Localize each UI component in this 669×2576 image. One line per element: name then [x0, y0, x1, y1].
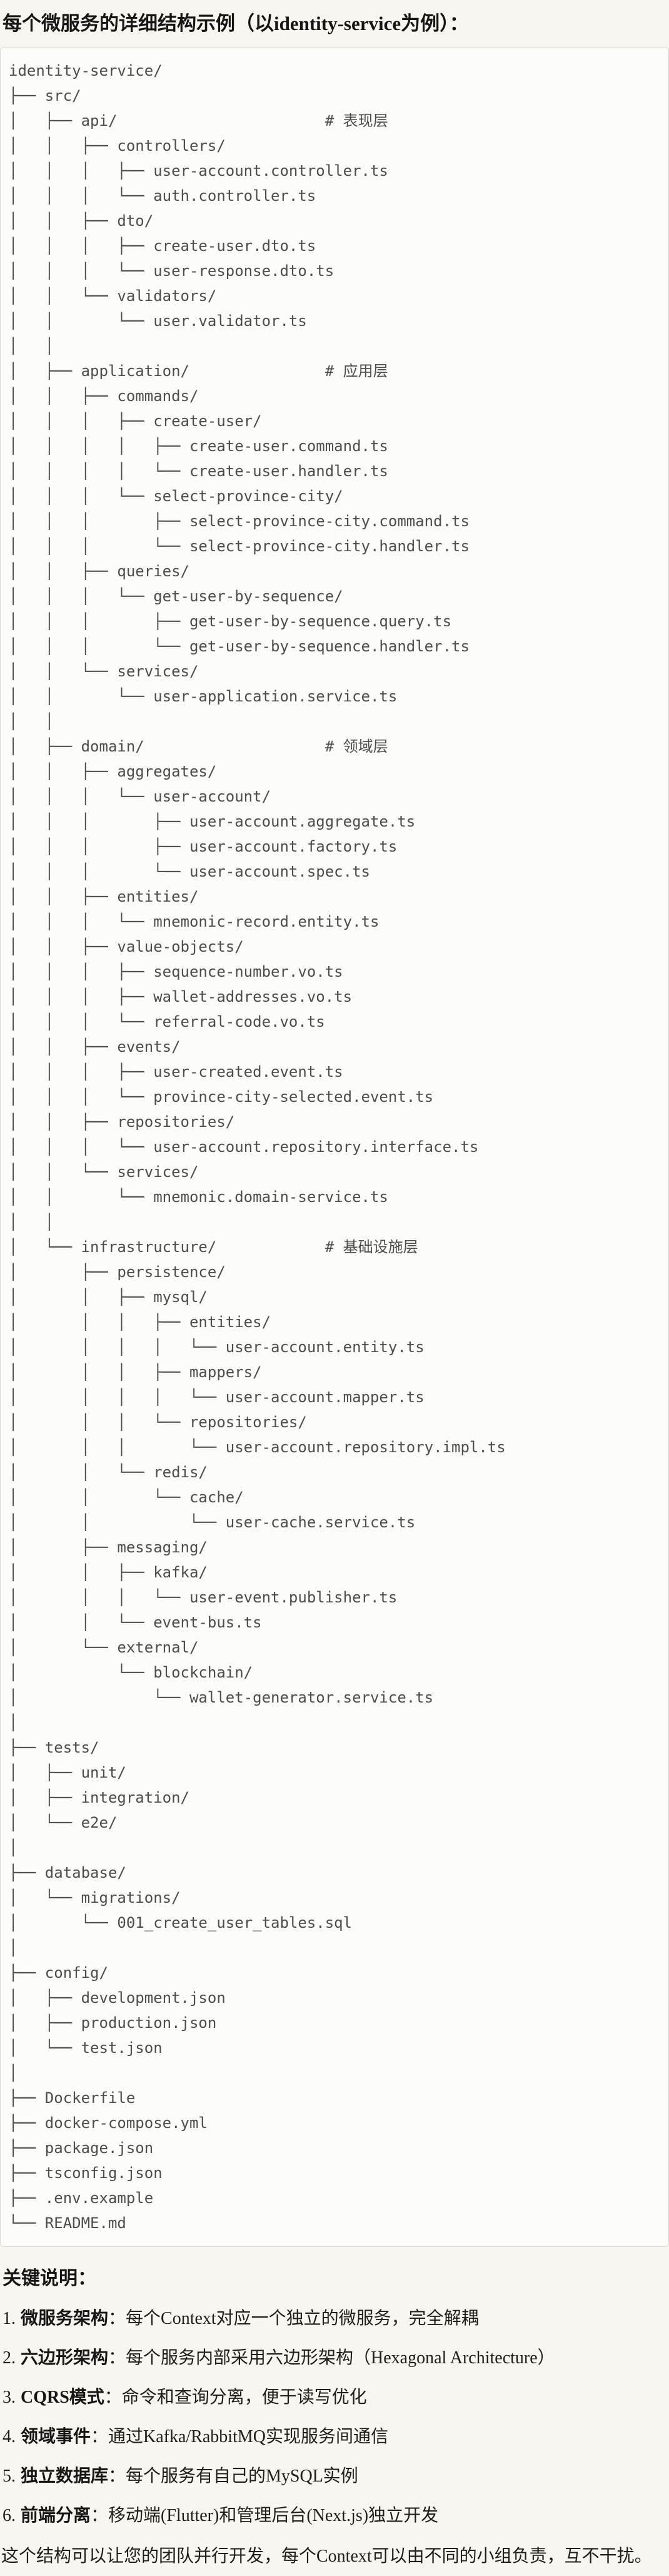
list-item: 6. 前端分离：移动端(Flutter)和管理后台(Next.js)独立开发	[0, 2505, 669, 2527]
document: 每个微服务的详细结构示例（以identity-service为例）： ident…	[0, 9, 669, 2568]
item-label: 六边形架构	[21, 2348, 109, 2368]
code-tree: identity-service/ ├── src/ │ ├── api/ # …	[9, 62, 506, 2232]
list-item: 5. 独立数据库：每个服务有自己的MySQL实例	[0, 2466, 669, 2487]
item-label: 独立数据库	[21, 2467, 109, 2486]
item-number: 2.	[3, 2348, 16, 2368]
item-number: 4.	[3, 2427, 16, 2446]
item-text: ：每个服务有自己的MySQL实例	[108, 2467, 358, 2486]
list-item: 1. 微服务架构：每个Context对应一个独立的微服务，完全解耦	[0, 2308, 669, 2329]
item-text: ：通过Kafka/RabbitMQ实现服务间通信	[91, 2427, 388, 2446]
item-number: 3.	[3, 2388, 16, 2407]
item-label: CQRS模式	[21, 2388, 104, 2407]
list-item: 3. CQRS模式：命令和查询分离，便于读写优化	[0, 2387, 669, 2408]
list-item: 4. 领域事件：通过Kafka/RabbitMQ实现服务间通信	[0, 2426, 669, 2448]
item-number: 5.	[3, 2467, 16, 2486]
item-number: 6.	[3, 2506, 16, 2525]
item-text: ：每个服务内部采用六边形架构（Hexagonal Architecture）	[108, 2348, 555, 2368]
item-label: 领域事件	[21, 2427, 91, 2446]
item-text: ：命令和查询分离，便于读写优化	[104, 2388, 367, 2407]
item-number: 1.	[3, 2309, 16, 2328]
code-block: identity-service/ ├── src/ │ ├── api/ # …	[0, 47, 669, 2247]
page-title: 每个微服务的详细结构示例（以identity-service为例）：	[3, 13, 469, 34]
item-text: ：每个Context对应一个独立的微服务，完全解耦	[108, 2309, 479, 2328]
list-item: 2.六边形架构：每个服务内部采用六边形架构（Hexagonal Architec…	[0, 2348, 669, 2369]
item-label: 微服务架构	[21, 2309, 109, 2328]
item-text: ：移动端(Flutter)和管理后台(Next.js)独立开发	[91, 2506, 439, 2525]
item-label: 前端分离	[21, 2506, 91, 2525]
footer-note: 这个结构可以让您的团队并行开发，每个Context可以由不同的小组负责，互不干扰…	[1, 2547, 652, 2566]
notes-heading: 关键说明：	[3, 2268, 96, 2289]
